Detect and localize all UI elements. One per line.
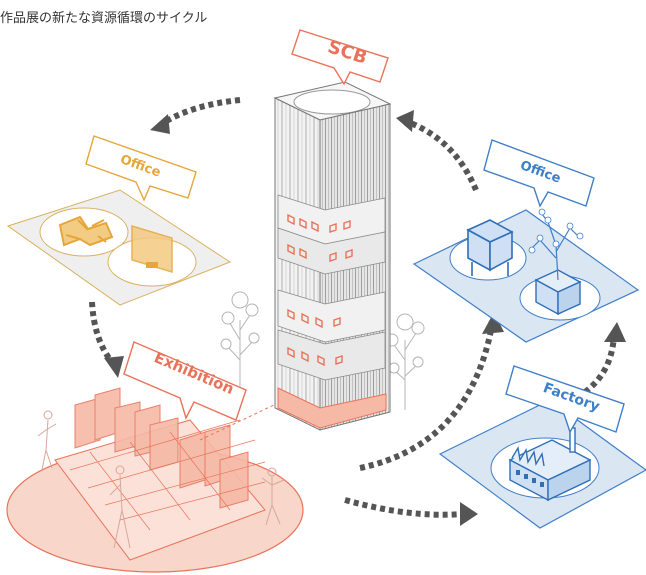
arrow-scb-to-office-left [158,97,241,128]
trees [220,291,425,410]
potted-tree-icon [528,208,584,316]
cycle-arrow-icon [604,322,626,342]
cycle-arrow-icon [460,502,478,526]
factory-panel [438,399,646,529]
office-right-panel [412,208,640,343]
exhibition-area [6,387,304,573]
blue-chair-icon [466,219,514,276]
tag-office-left: Office [85,135,197,202]
arrow-office-right-to-scb [406,119,479,192]
tag-exhibition: Exhibition [123,341,247,421]
tower-illustration [273,81,392,431]
diagram-caption: 作品展の新たな資源循環のサイクル [0,11,208,26]
arrow-office-left-to-exhibition [89,301,115,364]
cycle-arrow-icon [150,114,170,134]
visitors [37,410,285,549]
cycle-arrow-icon [396,110,414,132]
tag-scb: SCB [291,29,389,86]
office-left-panel [6,189,232,306]
partition-panel-icon [131,224,173,274]
paper-scraps-icon [58,215,114,247]
tag-office-right: Office [483,139,595,208]
arrow-tower-to-factory [344,497,463,518]
factory-building-icon [508,427,592,502]
exhibition-panels-icon [54,387,266,561]
tower-base-highlight [277,387,387,429]
arrow-factory-to-office-right [583,334,617,395]
cycle-arrowheads [104,110,626,526]
tower-cutout-floors [277,194,386,381]
cycle-arrow-icon [104,356,124,378]
cycle-arrow-icon [482,312,504,334]
arrow-tower-to-office-right [359,324,495,471]
